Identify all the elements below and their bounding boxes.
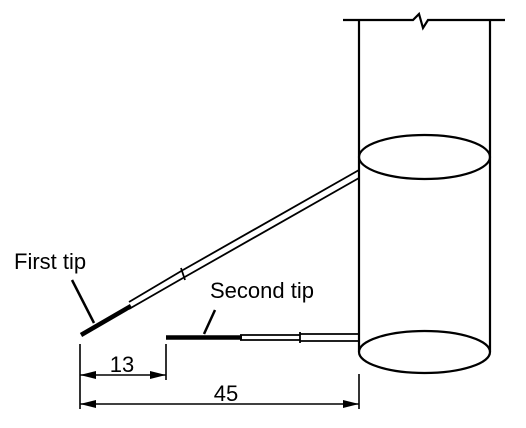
dimension-arrows <box>80 371 359 408</box>
arrowhead <box>343 400 359 408</box>
first-probe-mid-upper <box>128 269 184 303</box>
cylinder-bottom-ellipse <box>357 329 492 375</box>
dimension-13-label: 13 <box>110 352 134 377</box>
cylinder-top-ellipse <box>357 133 492 181</box>
first-probe-wall-upper <box>182 169 360 271</box>
first-tip-label: First tip <box>14 249 86 274</box>
first-probe <box>79 169 360 337</box>
dimension-45-label: 45 <box>214 381 238 406</box>
second-probe <box>166 332 359 343</box>
first-tip-leader <box>70 279 96 324</box>
cylinder-break-line <box>343 11 505 31</box>
arrowhead <box>80 371 96 379</box>
cylinder <box>343 11 505 375</box>
first-probe-wall-lower <box>182 177 360 279</box>
arrowhead <box>80 400 96 408</box>
second-tip-label: Second tip <box>210 278 314 303</box>
second-tip-leader <box>202 309 217 335</box>
arrowhead <box>150 371 166 379</box>
first-probe-mid-lower <box>128 277 184 310</box>
first-probe-tip-segment <box>79 304 133 337</box>
